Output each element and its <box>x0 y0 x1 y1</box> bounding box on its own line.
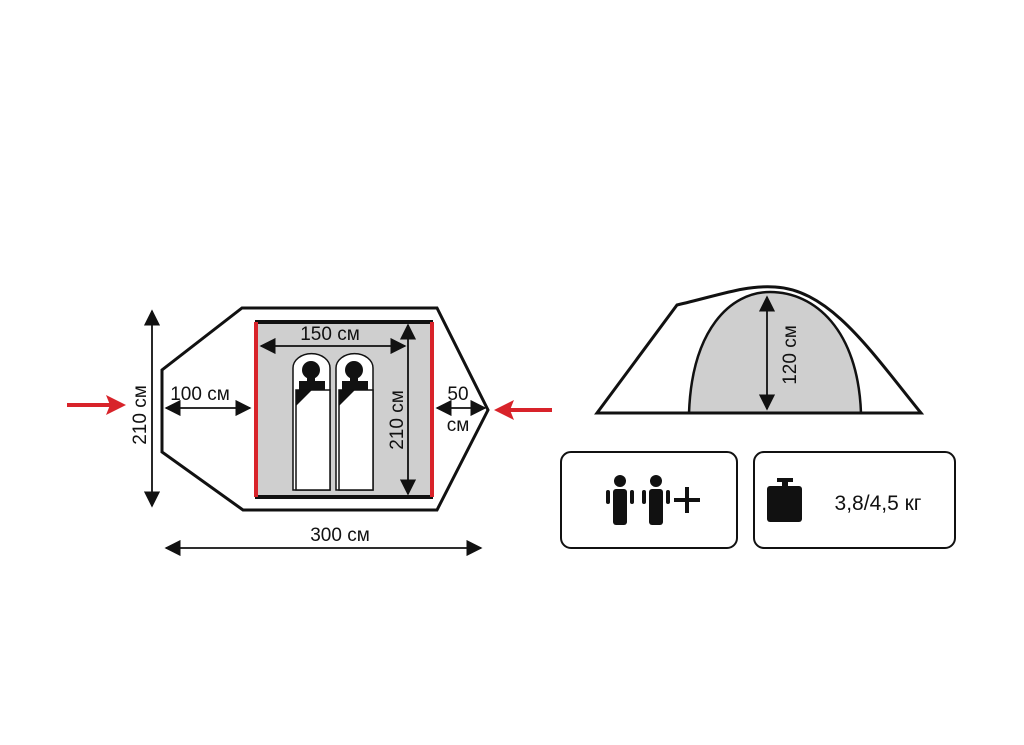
capacity-box <box>560 451 738 549</box>
entrance-arrow-right <box>494 400 552 420</box>
total-length-label: 300 см <box>310 525 370 546</box>
sleeping-bag-icon <box>335 352 374 491</box>
total-width-label: 210 см <box>130 385 151 445</box>
entrance-arrow-left <box>67 395 126 415</box>
side-view: 120 см <box>594 285 925 415</box>
vestibule-front-label: 100 см <box>170 384 230 405</box>
height-label: 120 см <box>780 325 801 385</box>
vestibule-rear-value: 50 <box>447 384 468 405</box>
floor-plan: 150 см 210 см 100 см 50 см 210 см 300 см <box>67 306 552 557</box>
inner-length-label: 210 см <box>387 390 408 450</box>
vestibule-rear-unit: см <box>447 415 470 436</box>
sleeping-bag-icon <box>292 352 331 491</box>
weight-box: 3,8/4,5 кг <box>753 451 956 549</box>
two-persons-plus-icon <box>606 475 700 525</box>
weight-icon <box>767 478 802 522</box>
weight-label: 3,8/4,5 кг <box>835 492 922 515</box>
inner-width-label: 150 см <box>300 324 360 345</box>
